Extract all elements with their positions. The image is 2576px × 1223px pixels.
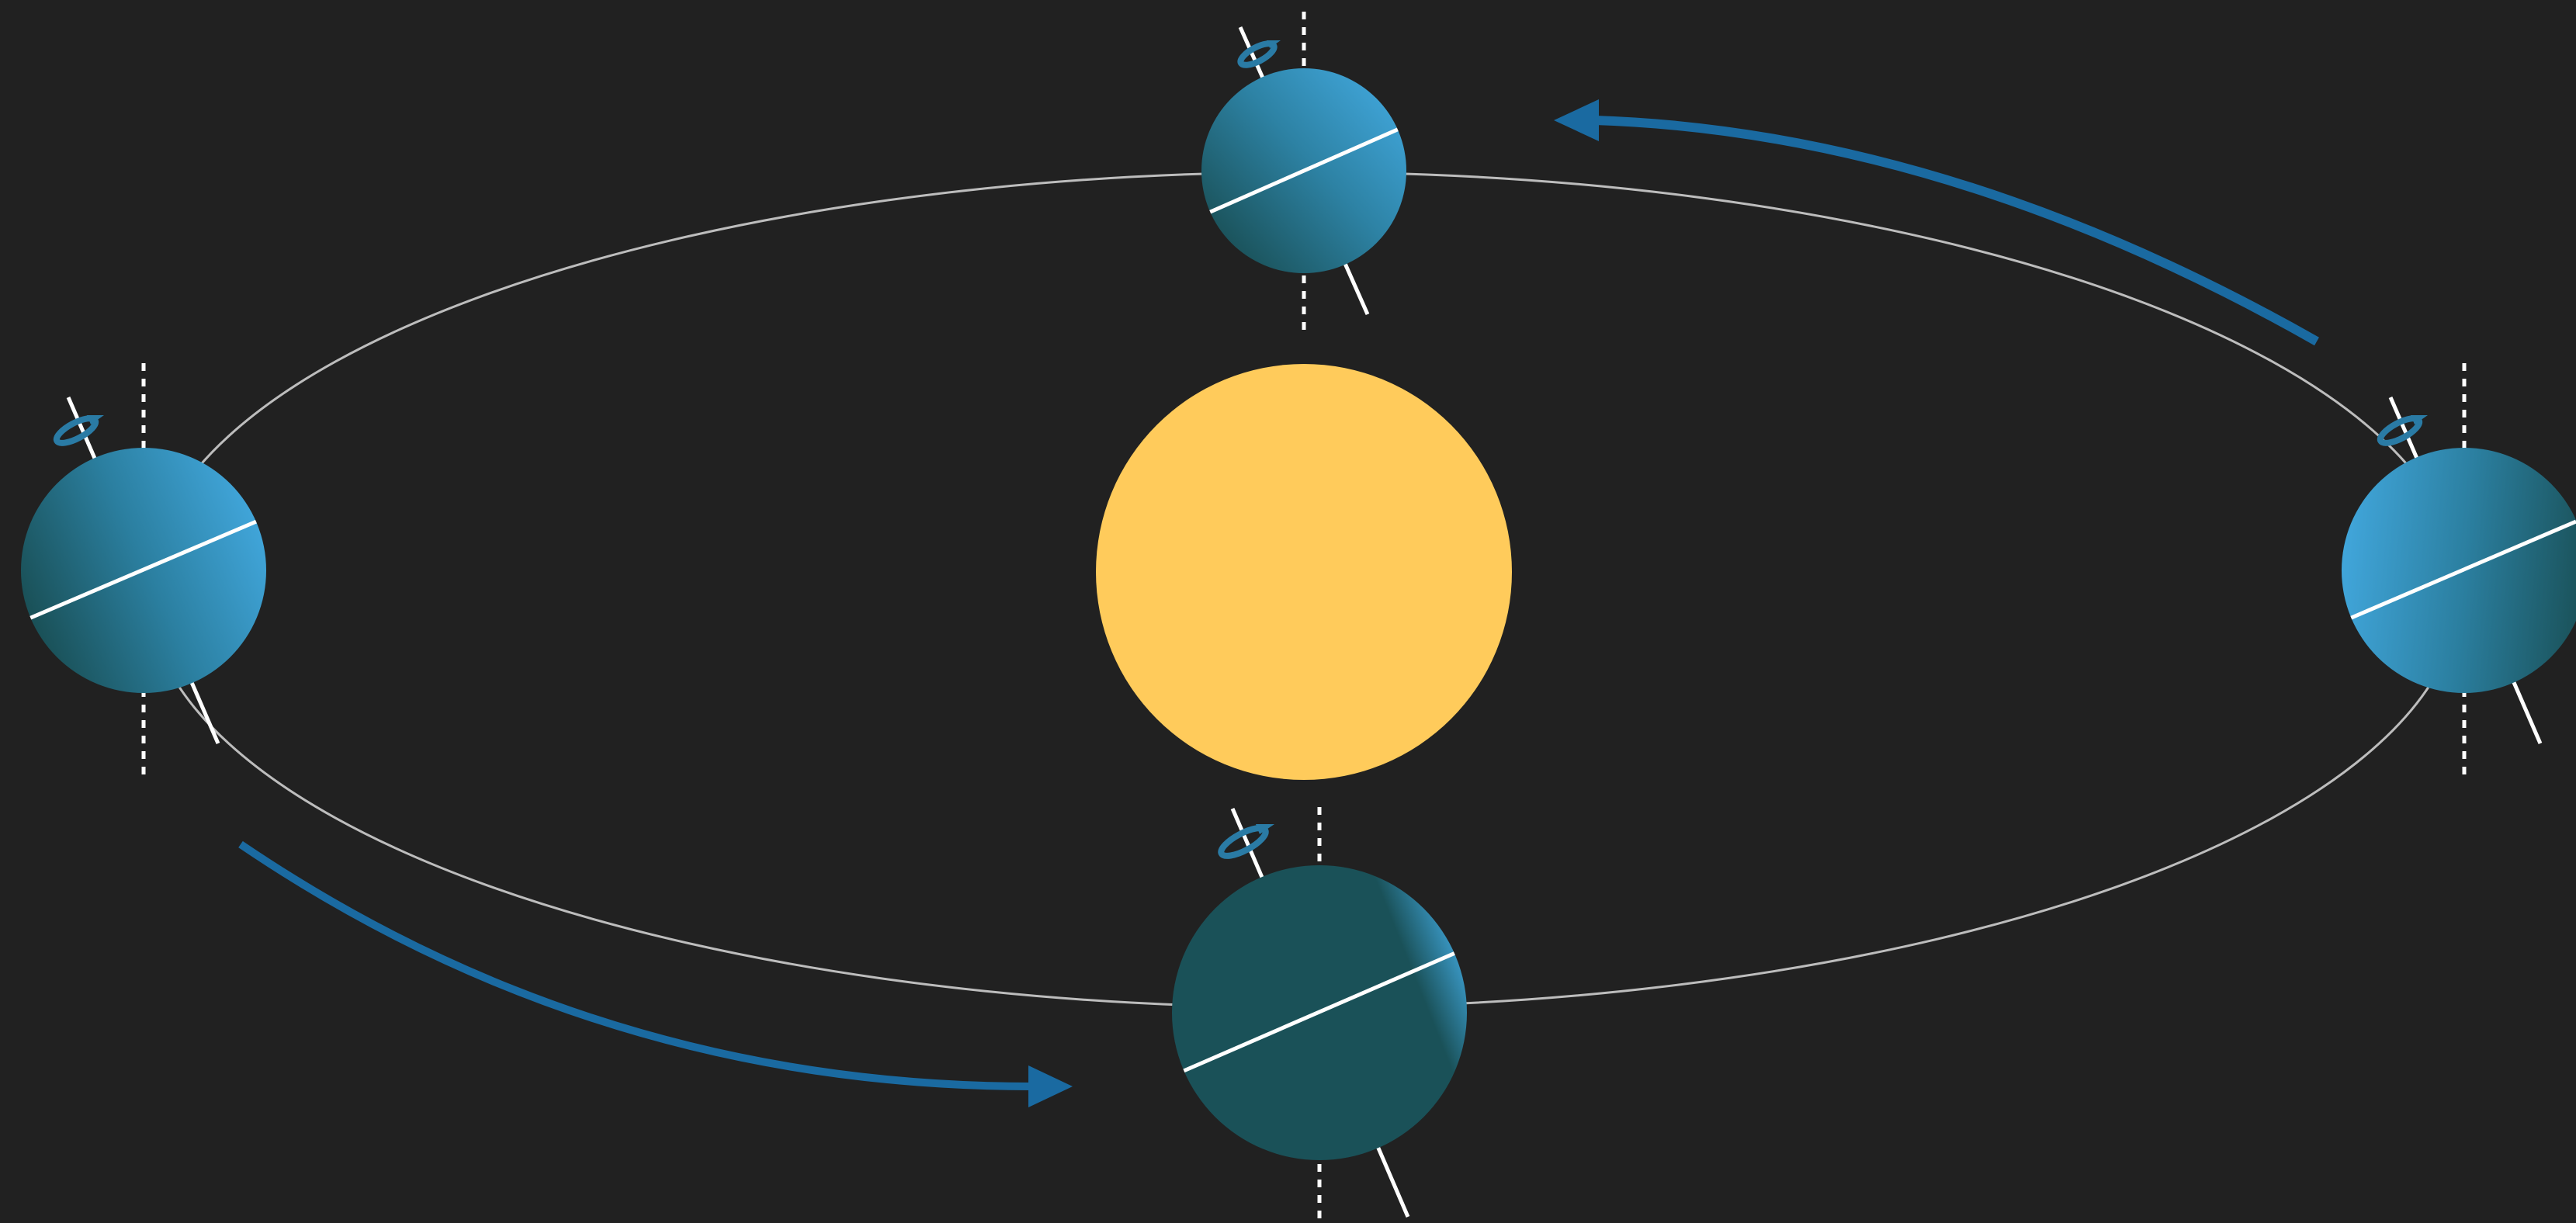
equator-line [2347, 519, 2576, 622]
planet-top [1201, 12, 1406, 334]
equator-line [26, 518, 261, 622]
planet-right [2342, 363, 2576, 780]
equator-line [1183, 951, 1456, 1073]
equator-line [1205, 126, 1402, 216]
rotation-arrow-icon [53, 415, 104, 446]
orbit-direction-arrow-bottom [238, 840, 1073, 1107]
planet-left [21, 363, 266, 780]
rotation-arrow-icon [1237, 40, 1281, 68]
rotation-arrow-icon [2377, 415, 2428, 446]
rotation-arrow-icon [1218, 824, 1274, 859]
orbit-direction-arrow-top [1554, 99, 2319, 346]
sun [1096, 364, 1512, 780]
planet-bottom [1172, 807, 1467, 1223]
